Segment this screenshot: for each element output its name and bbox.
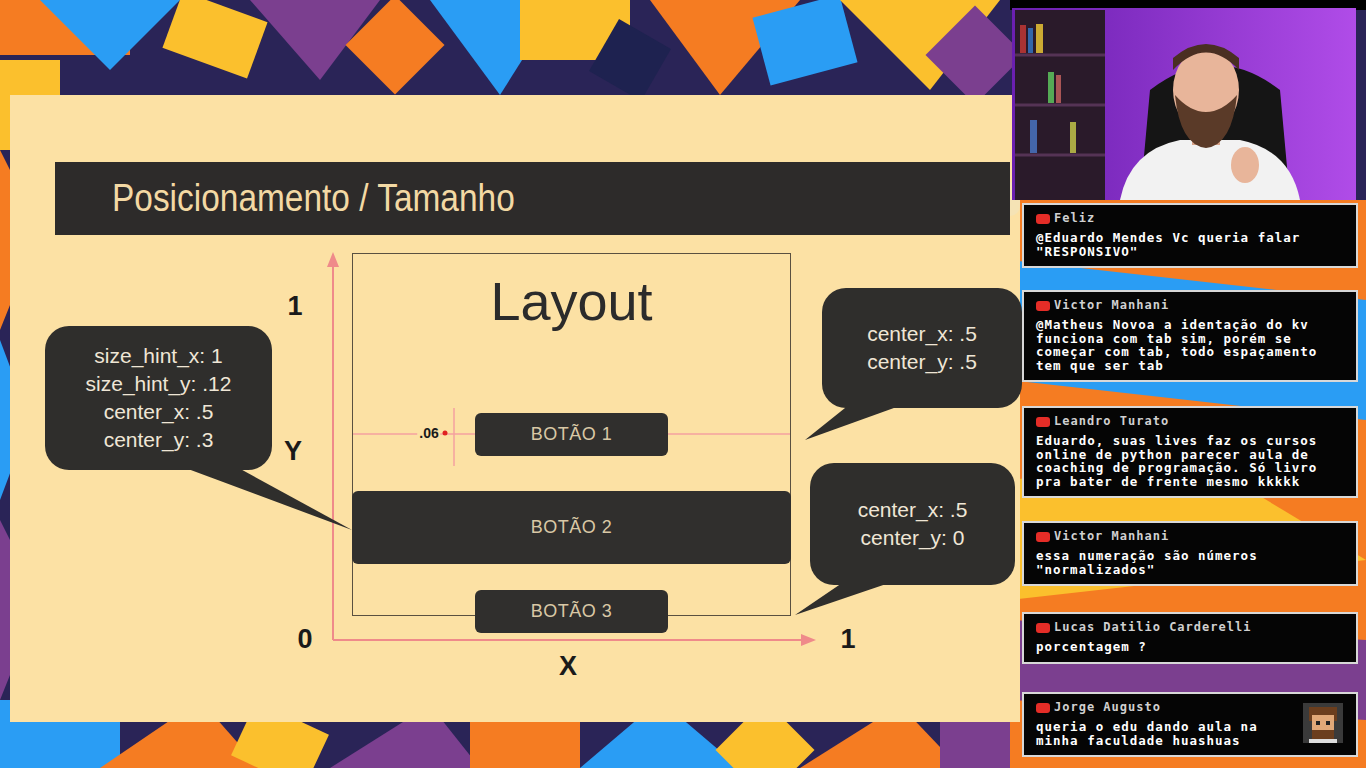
- chat-message: Leandro TuratoEduardo, suas lives faz os…: [1022, 406, 1358, 498]
- chat-message: Feliz @Eduardo Mendes Vc queria falar "RE…: [1022, 203, 1358, 268]
- axis-label: 1: [287, 292, 302, 322]
- callout-text: center_y: .3: [104, 426, 214, 454]
- chat-text: queria o edu dando aula na minha faculda…: [1036, 720, 1294, 747]
- callout-text: center_x: .5: [867, 320, 977, 348]
- chat-author: Lucas Datilio Carderelli: [1054, 620, 1251, 635]
- chat-author: Victor Manhani: [1054, 298, 1169, 313]
- callout-bubble: size_hint_x: 1size_hint_y: .12center_x: …: [45, 326, 272, 470]
- chat-header: Lucas Datilio Carderelli: [1036, 620, 1346, 635]
- callout-bubble: center_x: .5center_y: .5: [822, 288, 1022, 408]
- youtube-icon: [1036, 703, 1050, 713]
- layout-title: Layout: [353, 272, 790, 331]
- axis-label: 1: [840, 625, 855, 655]
- chat-text: Eduardo, suas lives faz os cursos online…: [1036, 434, 1346, 488]
- chat-text: porcentagem ?: [1036, 640, 1346, 654]
- youtube-icon: [1036, 532, 1050, 542]
- axis-label: Y: [284, 437, 302, 467]
- title-band: Posicionamento / Tamanho: [55, 162, 1010, 235]
- youtube-icon: [1036, 301, 1050, 311]
- callout-text: center_y: 0: [861, 524, 965, 552]
- chat-header: Leandro Turato: [1036, 414, 1346, 429]
- callout-text: center_x: .5: [104, 398, 214, 426]
- chat-author: Leandro Turato: [1054, 414, 1169, 429]
- button-box: BOTÃO 1: [475, 413, 668, 456]
- chat-text: essa numeração são números "normalizados…: [1036, 549, 1346, 576]
- axis-label: .06: [417, 426, 440, 441]
- button-box: BOTÃO 2: [352, 491, 791, 564]
- axis-label: X: [559, 652, 577, 682]
- avatar-icon: [1303, 703, 1343, 743]
- button-label: BOTÃO 2: [531, 517, 613, 539]
- chat-header: Victor Manhani: [1036, 529, 1346, 544]
- youtube-icon: [1036, 417, 1050, 427]
- chat-message: Victor Manhani @Matheus Novoa a identação…: [1022, 290, 1358, 382]
- chat-author: Feliz: [1054, 211, 1095, 226]
- callout-text: size_hint_x: 1: [94, 342, 222, 370]
- slide-title: Posicionamento / Tamanho: [112, 178, 515, 220]
- callout-text: center_x: .5: [858, 496, 968, 524]
- chat-header: Feliz: [1036, 211, 1346, 226]
- youtube-icon: [1036, 623, 1050, 633]
- chat-author: Victor Manhani: [1054, 529, 1169, 544]
- callout-text: center_y: .5: [867, 348, 977, 376]
- youtube-icon: [1036, 214, 1050, 224]
- button-label: BOTÃO 3: [531, 601, 613, 623]
- button-label: BOTÃO 1: [531, 424, 613, 446]
- chat-header: Victor Manhani: [1036, 298, 1346, 313]
- chat-message: Victor Manhani essa numeração são números…: [1022, 521, 1358, 586]
- callout-bubble: center_x: .5center_y: 0: [810, 463, 1015, 585]
- chat-author: Jorge Augusto: [1054, 700, 1161, 715]
- callout-text: size_hint_y: .12: [86, 370, 232, 398]
- axis-label: 0: [297, 625, 312, 655]
- chat-text: @Eduardo Mendes Vc queria falar "RESPONS…: [1036, 231, 1346, 258]
- chat-message: Lucas Datilio Carderelli porcentagem ?: [1022, 612, 1358, 664]
- chat-text: @Matheus Novoa a identação do kv funcion…: [1036, 318, 1346, 372]
- button-box: BOTÃO 3: [475, 590, 668, 633]
- chat-header: Jorge Augusto: [1036, 700, 1294, 715]
